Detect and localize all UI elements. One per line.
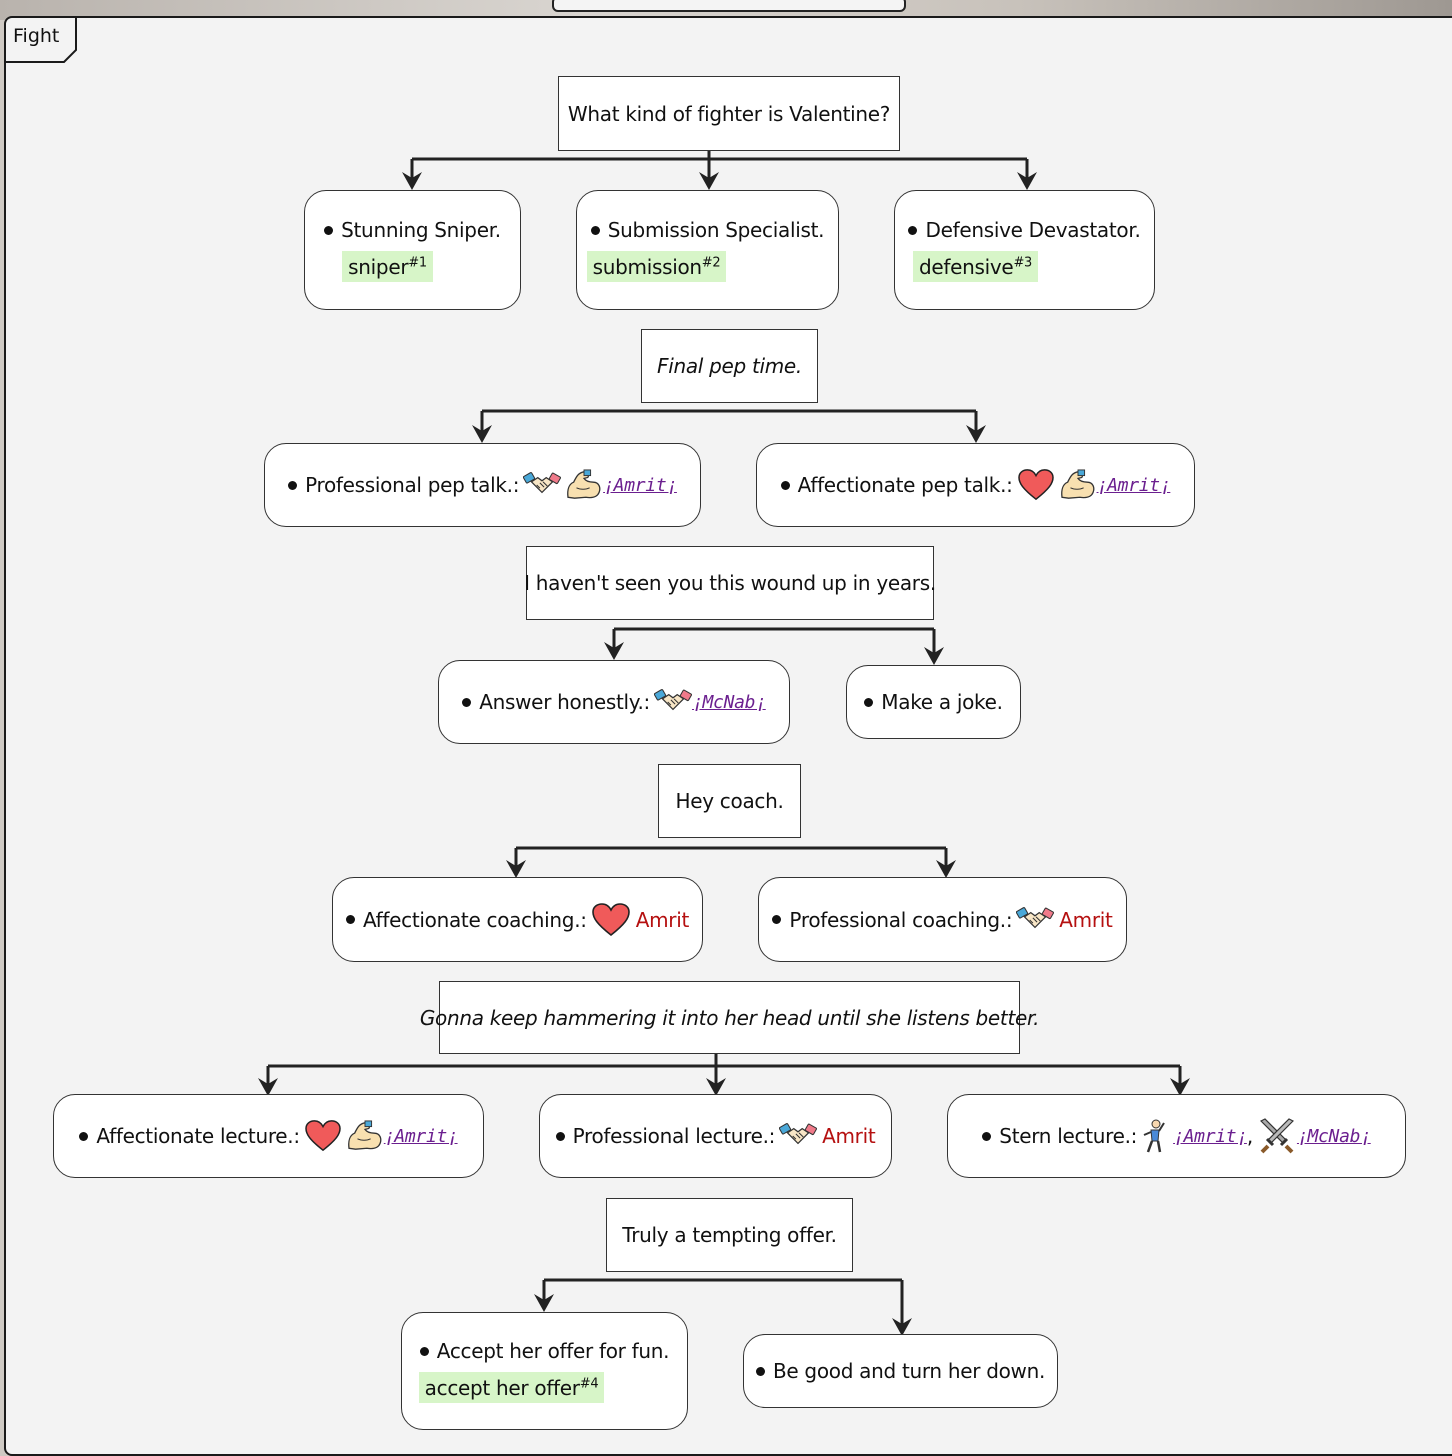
tag-label: submission — [592, 255, 702, 279]
question-text: Hey coach. — [675, 789, 784, 813]
bullet — [590, 225, 600, 235]
character-link-mcnab[interactable]: ¡McNab¡ — [1296, 1125, 1371, 1147]
character-link-amrit[interactable]: ¡Amrit¡ — [383, 1125, 458, 1147]
handshake-icon — [1016, 906, 1054, 934]
handshake-icon — [779, 1122, 817, 1150]
character-name-amrit: Amrit — [822, 1124, 876, 1148]
bullet — [772, 915, 782, 924]
option-label: Stern lecture.: — [999, 1124, 1138, 1148]
top-node-edge — [552, 0, 906, 12]
tag-ref: #3 — [1013, 255, 1033, 271]
character-link-mcnab[interactable]: ¡McNab¡ — [691, 691, 766, 713]
flexed-bicep-icon — [1059, 469, 1097, 501]
question-hammering: Gonna keep hammering it into her head un… — [420, 981, 1039, 1054]
option-answer-honestly[interactable]: Answer honestly.: ¡McNab¡ — [438, 660, 790, 744]
option-turn-her-down[interactable]: Be good and turn her down. — [743, 1334, 1058, 1408]
flexed-bicep-icon — [346, 1120, 384, 1152]
tag-label: sniper — [348, 255, 409, 279]
option-label: Stunning Sniper. — [341, 218, 501, 242]
bullet — [780, 480, 790, 490]
option-affectionate-coaching[interactable]: Affectionate coaching.: Amrit — [332, 877, 703, 962]
option-label: Professional coaching.: — [789, 907, 1013, 932]
option-defensive-devastator[interactable]: Defensive Devastator. defensive#3 — [894, 190, 1155, 310]
heart-icon — [591, 902, 631, 938]
option-accept-offer[interactable]: Accept her offer for fun. accept her off… — [401, 1312, 688, 1430]
question-text: Gonna keep hammering it into her head un… — [419, 1005, 1040, 1030]
bullet — [288, 480, 298, 490]
option-label: Defensive Devastator. — [925, 218, 1141, 242]
character-link-amrit[interactable]: ¡Amrit¡ — [1173, 1125, 1247, 1147]
option-label: Accept her offer for fun. — [436, 1339, 670, 1363]
option-label: Professional lecture.: — [572, 1124, 776, 1148]
bullet — [555, 1131, 565, 1141]
question-wound-up: I haven't seen you this wound up in year… — [524, 546, 936, 620]
option-professional-coaching[interactable]: Professional coaching.: Amrit — [758, 877, 1127, 962]
handshake-icon — [523, 471, 561, 499]
flexed-bicep-icon — [565, 469, 603, 501]
character-name-amrit: Amrit — [635, 907, 690, 932]
variable-tag: defensive#3 — [912, 251, 1039, 282]
bullet — [864, 697, 874, 707]
option-make-a-joke[interactable]: Make a joke. — [846, 665, 1021, 739]
bullet — [324, 225, 334, 235]
option-affectionate-lecture[interactable]: Affectionate lecture.: ¡Amrit¡ — [53, 1094, 484, 1178]
question-text: I haven't seen you this wound up in year… — [524, 571, 936, 595]
question-text: What kind of fighter is Valentine? — [567, 101, 891, 126]
option-label: Affectionate pep talk.: — [797, 473, 1013, 497]
tag-label: accept her offer — [424, 1376, 580, 1400]
question-text: Truly a tempting offer. — [622, 1223, 837, 1247]
frame-label: Fight — [13, 25, 60, 47]
option-label: Submission Specialist. — [607, 218, 825, 242]
variable-tag: accept her offer#4 — [418, 1372, 605, 1403]
character-link-amrit[interactable]: ¡Amrit¡ — [603, 474, 677, 496]
question-tempting-offer: Truly a tempting offer. — [606, 1198, 853, 1272]
option-stern-lecture[interactable]: Stern lecture.: ¡Amrit¡, ¡McNab¡ — [947, 1094, 1406, 1178]
option-label: Affectionate coaching.: — [362, 907, 587, 932]
option-stunning-sniper[interactable]: Stunning Sniper. sniper#1 — [304, 190, 521, 310]
bullet — [345, 915, 355, 924]
question-final-pep: Final pep time. — [641, 329, 818, 403]
option-professional-pep-talk[interactable]: Professional pep talk.: ¡Amrit¡ — [264, 443, 701, 527]
question-text: Final pep time. — [656, 354, 802, 378]
option-professional-lecture[interactable]: Professional lecture.: Amrit — [539, 1094, 892, 1178]
option-label: Affectionate lecture.: — [96, 1124, 300, 1148]
option-label: Be good and turn her down. — [772, 1359, 1046, 1383]
character-link-amrit[interactable]: ¡Amrit¡ — [1096, 474, 1171, 496]
bullet — [419, 1346, 429, 1356]
bullet — [462, 697, 472, 707]
question-hey-coach: Hey coach. — [658, 764, 801, 838]
bullet — [755, 1366, 765, 1376]
tag-label: defensive — [918, 255, 1014, 279]
variable-tag: sniper#1 — [342, 251, 433, 282]
heart-icon — [1017, 468, 1055, 502]
option-label: Make a joke. — [881, 690, 1003, 714]
bullet — [908, 225, 918, 235]
tag-ref: #2 — [701, 255, 721, 271]
pointing-figure-icon — [1141, 1119, 1167, 1153]
bullet — [982, 1131, 992, 1141]
handshake-icon — [654, 688, 692, 716]
option-label: Answer honestly.: — [479, 690, 650, 714]
variable-tag: submission#2 — [586, 251, 727, 282]
option-label: Professional pep talk.: — [305, 473, 520, 497]
character-name-amrit: Amrit — [1059, 907, 1113, 932]
crossed-swords-icon — [1257, 1118, 1297, 1154]
tag-ref: #4 — [579, 1376, 599, 1392]
option-affectionate-pep-talk[interactable]: Affectionate pep talk.: ¡Amrit¡ — [756, 443, 1195, 527]
bullet — [79, 1131, 89, 1141]
frame-tab — [6, 18, 77, 63]
heart-icon — [304, 1119, 342, 1153]
option-submission-specialist[interactable]: Submission Specialist. submission#2 — [576, 190, 839, 310]
question-fighter-type: What kind of fighter is Valentine? — [558, 76, 900, 151]
tag-ref: #1 — [408, 255, 427, 271]
separator: , — [1246, 1124, 1253, 1148]
